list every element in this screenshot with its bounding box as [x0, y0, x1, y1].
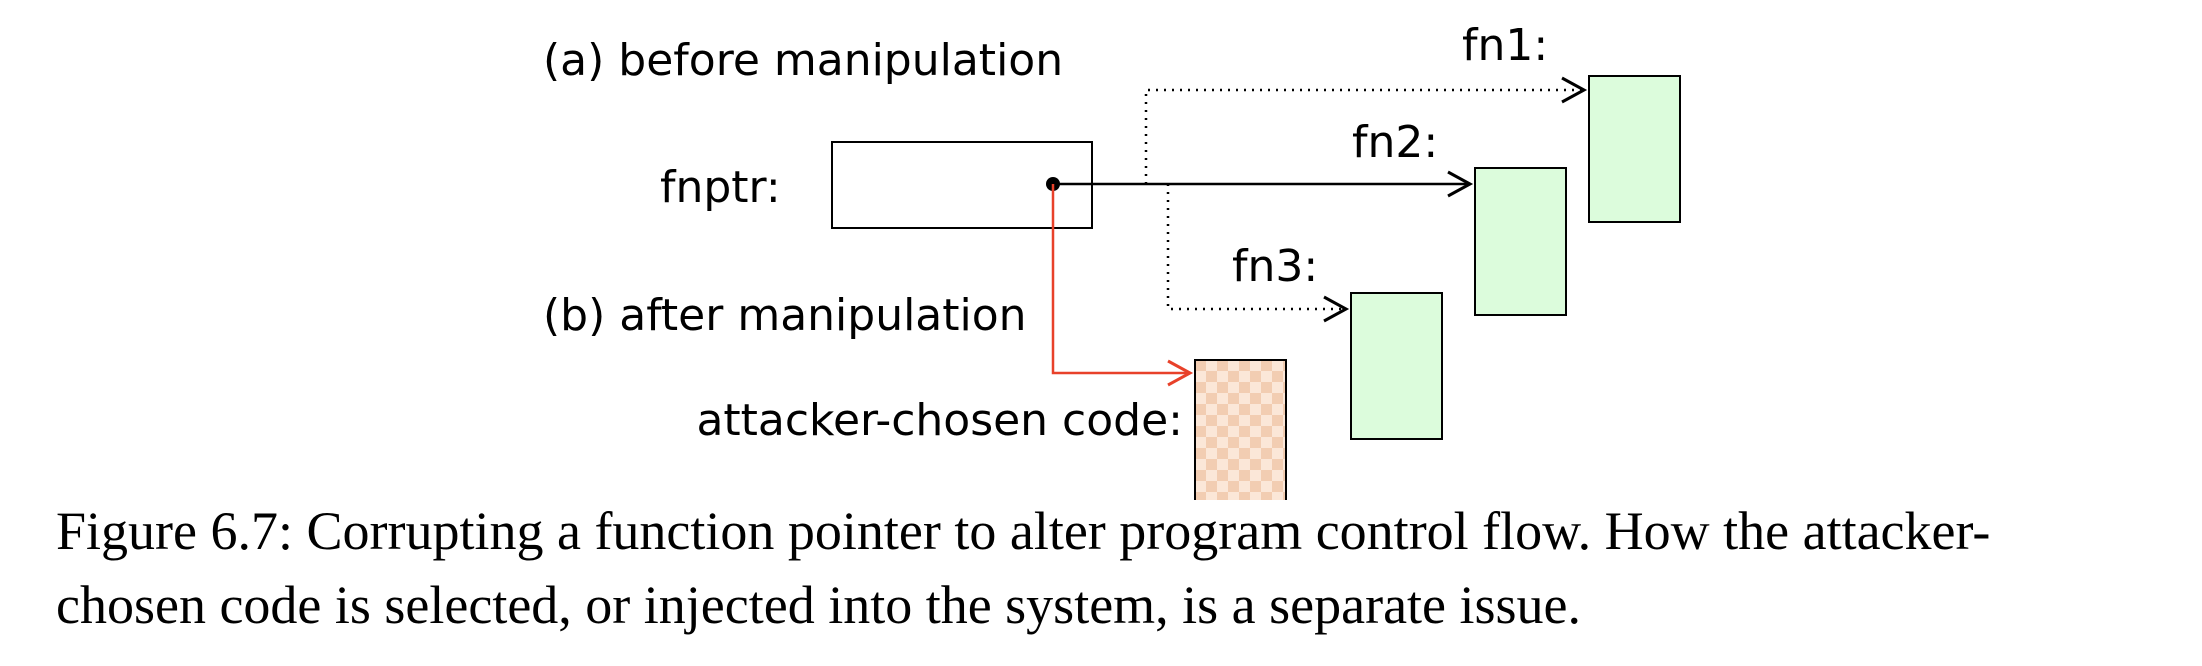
attacker-code-box: [1194, 359, 1287, 500]
figure-caption: Figure 6.7: Corrupting a function pointe…: [56, 494, 2176, 642]
fnptr-label: fnptr:: [660, 162, 781, 213]
function-pointer-diagram: (a) before manipulation (b) after manipu…: [543, 20, 1681, 500]
fn3-box: [1350, 292, 1443, 440]
caption-line-2: chosen code is selected, or injected int…: [56, 575, 1582, 635]
dotted-arrow-to-fn1: [1144, 76, 1588, 184]
fn2-box: [1474, 167, 1567, 316]
before-manipulation-label: (a) before manipulation: [543, 35, 1063, 86]
fn1-label: fn1:: [1462, 20, 1548, 71]
fn3-label: fn3:: [1232, 241, 1318, 292]
attacker-code-label: attacker-chosen code:: [696, 395, 1183, 446]
arrow-to-fn2: [1053, 170, 1474, 198]
caption-line-1: Figure 6.7: Corrupting a function pointe…: [56, 501, 1991, 561]
fn2-label: fn2:: [1352, 117, 1438, 168]
after-manipulation-label: (b) after manipulation: [543, 290, 1027, 341]
fn1-box: [1588, 75, 1681, 223]
dotted-arrow-to-fn3: [1166, 184, 1350, 323]
attack-arrow: [1051, 184, 1194, 387]
